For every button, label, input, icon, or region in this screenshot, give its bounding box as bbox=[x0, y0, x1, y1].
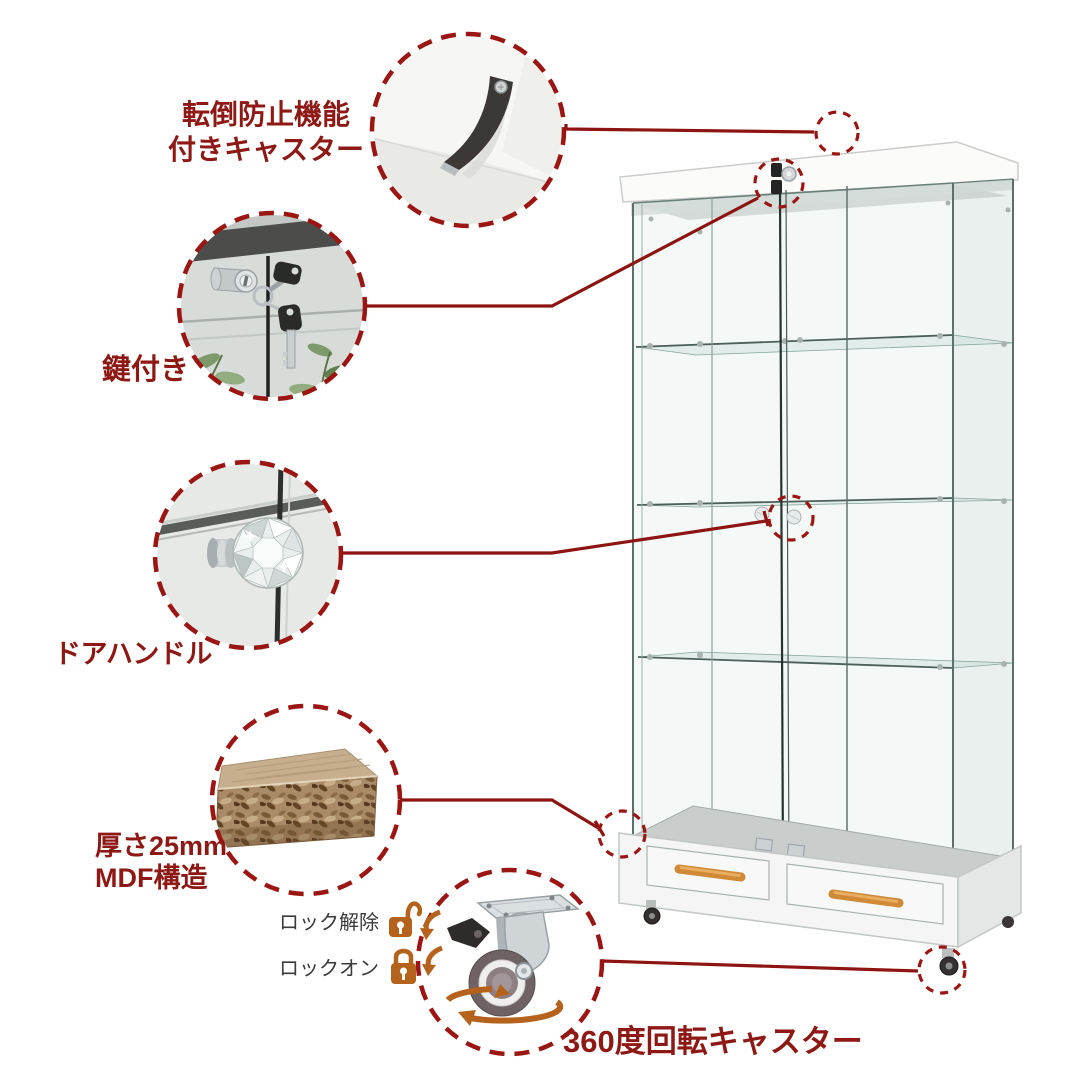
key-head-1 bbox=[273, 261, 302, 285]
unlock-caption-row: ロック解除 bbox=[248, 897, 422, 943]
door-center-edge bbox=[778, 189, 785, 869]
crystal-knob bbox=[207, 517, 304, 589]
side-glass-panel bbox=[953, 179, 1013, 896]
connector-door-handle bbox=[341, 510, 770, 555]
key-lock-label: 鍵付き bbox=[102, 354, 190, 386]
connector-key-lock bbox=[365, 196, 759, 308]
lock-on-caption-row: ロックオン bbox=[248, 943, 422, 989]
highlight-circles bbox=[597, 110, 967, 995]
mdf-label-line1: 厚さ25mm bbox=[95, 831, 228, 861]
lock-on-label: ロックオン bbox=[279, 957, 379, 980]
glass-cabinet-illustration bbox=[618, 141, 1022, 976]
door-handle-label: ドアハンドル bbox=[54, 639, 212, 669]
drawer-handles bbox=[674, 864, 904, 908]
connector-anti-tip bbox=[564, 124, 815, 134]
brake-lever bbox=[447, 918, 490, 948]
rotation-caster-label: 360度回転キャスター bbox=[563, 1024, 863, 1059]
open-padlock-icon bbox=[389, 901, 422, 937]
door-handle-callout-circle bbox=[152, 459, 344, 651]
connector-caster bbox=[601, 959, 919, 973]
mdf-label-line2: MDF構造 bbox=[95, 863, 208, 893]
anti-tip-label: 転倒防止機能 付きキャスター bbox=[150, 97, 382, 167]
key-head-2 bbox=[278, 304, 302, 332]
shelf-clips bbox=[647, 200, 1011, 670]
anti-tip-label-line1: 転倒防止機能 bbox=[181, 99, 350, 130]
mdf-label: 厚さ25mm MDF構造 bbox=[95, 830, 227, 894]
anti-tip-strap bbox=[444, 76, 513, 170]
door-lock-hardware bbox=[771, 163, 797, 194]
cam-lock-with-keys bbox=[210, 261, 302, 369]
highlight-caster-spot bbox=[917, 945, 967, 995]
anti-tip-callout-circle bbox=[369, 31, 567, 229]
rotation-arrows-icon bbox=[445, 986, 564, 1024]
highlight-anti-tip-spot bbox=[814, 110, 860, 156]
mdf-callout-circle bbox=[209, 703, 403, 897]
unlock-label: ロック解除 bbox=[279, 911, 379, 934]
caster-callout-circle bbox=[415, 867, 605, 1057]
highlight-lock-spot bbox=[753, 157, 805, 209]
highlight-knob-spot bbox=[767, 494, 815, 542]
closed-padlock-icon bbox=[391, 948, 416, 984]
cabinet-casters bbox=[643, 900, 1014, 976]
mdf-board bbox=[215, 748, 379, 849]
cabinet-top-board bbox=[619, 141, 1019, 203]
cabinet-base bbox=[618, 832, 1022, 949]
key-lock-callout-circle bbox=[176, 210, 368, 402]
connector-lines bbox=[341, 124, 919, 973]
anti-tip-label-line2: 付きキャスター bbox=[167, 134, 364, 165]
swivel-caster bbox=[447, 894, 580, 1017]
highlight-base-corner-spot bbox=[597, 809, 647, 859]
connector-mdf bbox=[400, 798, 606, 837]
